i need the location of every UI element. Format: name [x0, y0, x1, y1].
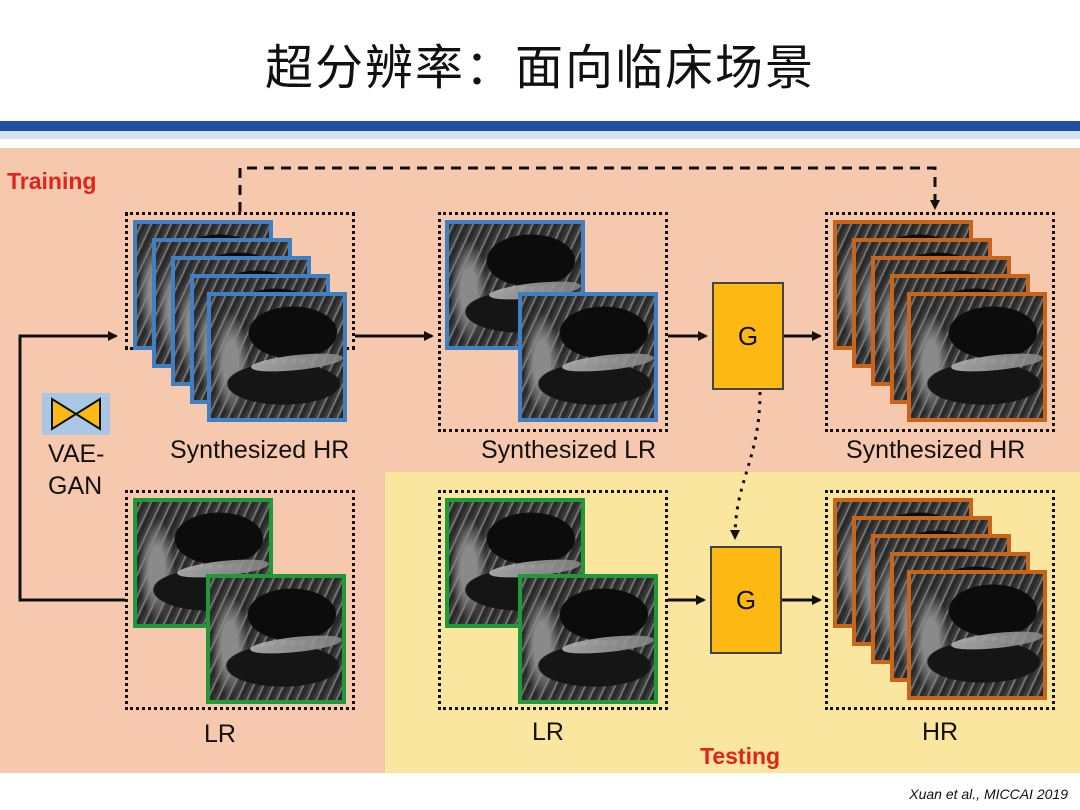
caption-synth-hr-output: Synthesized HR: [846, 436, 1026, 464]
caption-synth-hr-input: Synthesized HR: [170, 436, 350, 464]
dashed-arrow-top: [238, 166, 940, 212]
caption-synth-lr: Synthesized LR: [481, 436, 657, 464]
mri-slice: [907, 570, 1047, 700]
train-lr-group: [125, 490, 355, 710]
test-hr-group: [825, 490, 1055, 710]
mri-slice: [518, 574, 658, 704]
header-bar-shadow: [0, 131, 1080, 139]
generator-training: G: [712, 282, 784, 390]
test-lr-group: [438, 490, 668, 710]
vae-label-line2: GAN: [48, 472, 103, 500]
mri-slice: [207, 292, 347, 422]
caption-test-lr: LR: [532, 718, 564, 746]
vae-gan-icon: [42, 393, 110, 435]
generator-testing: G: [710, 546, 782, 654]
dotted-arrow-weights: [730, 391, 762, 540]
synth-hr-output-group: [825, 212, 1055, 432]
vae-loop-arrow: [18, 331, 125, 602]
caption-train-lr: LR: [204, 720, 236, 748]
vae-label-line1: VAE-: [48, 440, 105, 468]
slide-title: 超分辨率：面向临床场景: [264, 40, 815, 96]
synth-lr-group: [438, 212, 668, 432]
mri-slice: [518, 292, 658, 422]
header-bar: [0, 121, 1080, 131]
mri-slice: [206, 574, 346, 704]
citation: Xuan et al., MICCAI 2019: [909, 786, 1068, 802]
caption-test-hr: HR: [922, 718, 959, 746]
mri-slice: [907, 292, 1047, 422]
training-label: Training: [7, 168, 97, 194]
testing-label: Testing: [700, 743, 781, 769]
